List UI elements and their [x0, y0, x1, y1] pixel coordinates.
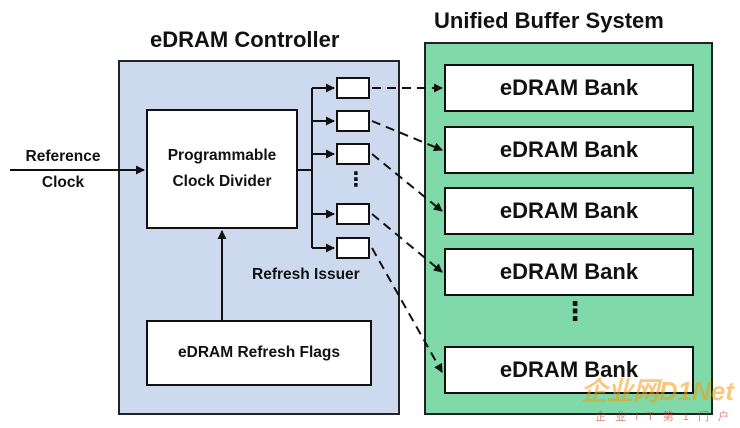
reference-clock-label: Reference Clock: [8, 144, 118, 196]
edram-bank-2: eDRAM Bank: [444, 126, 694, 174]
refresh-register-4: [336, 203, 370, 225]
register-3-to-bank-3: [371, 153, 443, 212]
edram-bank-1: eDRAM Bank: [444, 64, 694, 112]
reference-clock-line1: Reference: [25, 148, 101, 165]
refresh-register-1: [336, 77, 370, 99]
edram-bank-3: eDRAM Bank: [444, 187, 694, 235]
edram-bank-4: eDRAM Bank: [444, 248, 694, 296]
refresh-register-5: [336, 237, 370, 259]
controller-title: eDRAM Controller: [150, 27, 340, 52]
register-5-to-bank-5: [371, 247, 443, 373]
watermark-logo: 企业网D1Net: [580, 376, 734, 406]
clock-divider-block: Programmable Clock Divider: [146, 109, 298, 229]
refresh-flags-block: eDRAM Refresh Flags: [146, 320, 372, 386]
refresh-register-2: [336, 110, 370, 132]
register-2-to-bank-2: [371, 120, 443, 152]
refresh-issuer-label: Refresh Issuer: [252, 266, 360, 283]
clock-divider-line2: Clock Divider: [172, 173, 272, 190]
refresh-register-3: [336, 143, 370, 165]
edram-bank-5: eDRAM Bank: [444, 346, 694, 394]
buffer-title: Unified Buffer System: [434, 8, 664, 33]
register-ellipsis: ⋮: [346, 169, 366, 191]
register-4-to-bank-4: [371, 213, 443, 273]
reference-clock-line2: Clock: [41, 174, 85, 191]
bank-ellipsis: ⋮: [562, 296, 588, 326]
watermark-subtitle: 企 业 I T 第 1 门 户: [595, 411, 732, 423]
clock-divider-line1: Programmable: [167, 147, 277, 164]
